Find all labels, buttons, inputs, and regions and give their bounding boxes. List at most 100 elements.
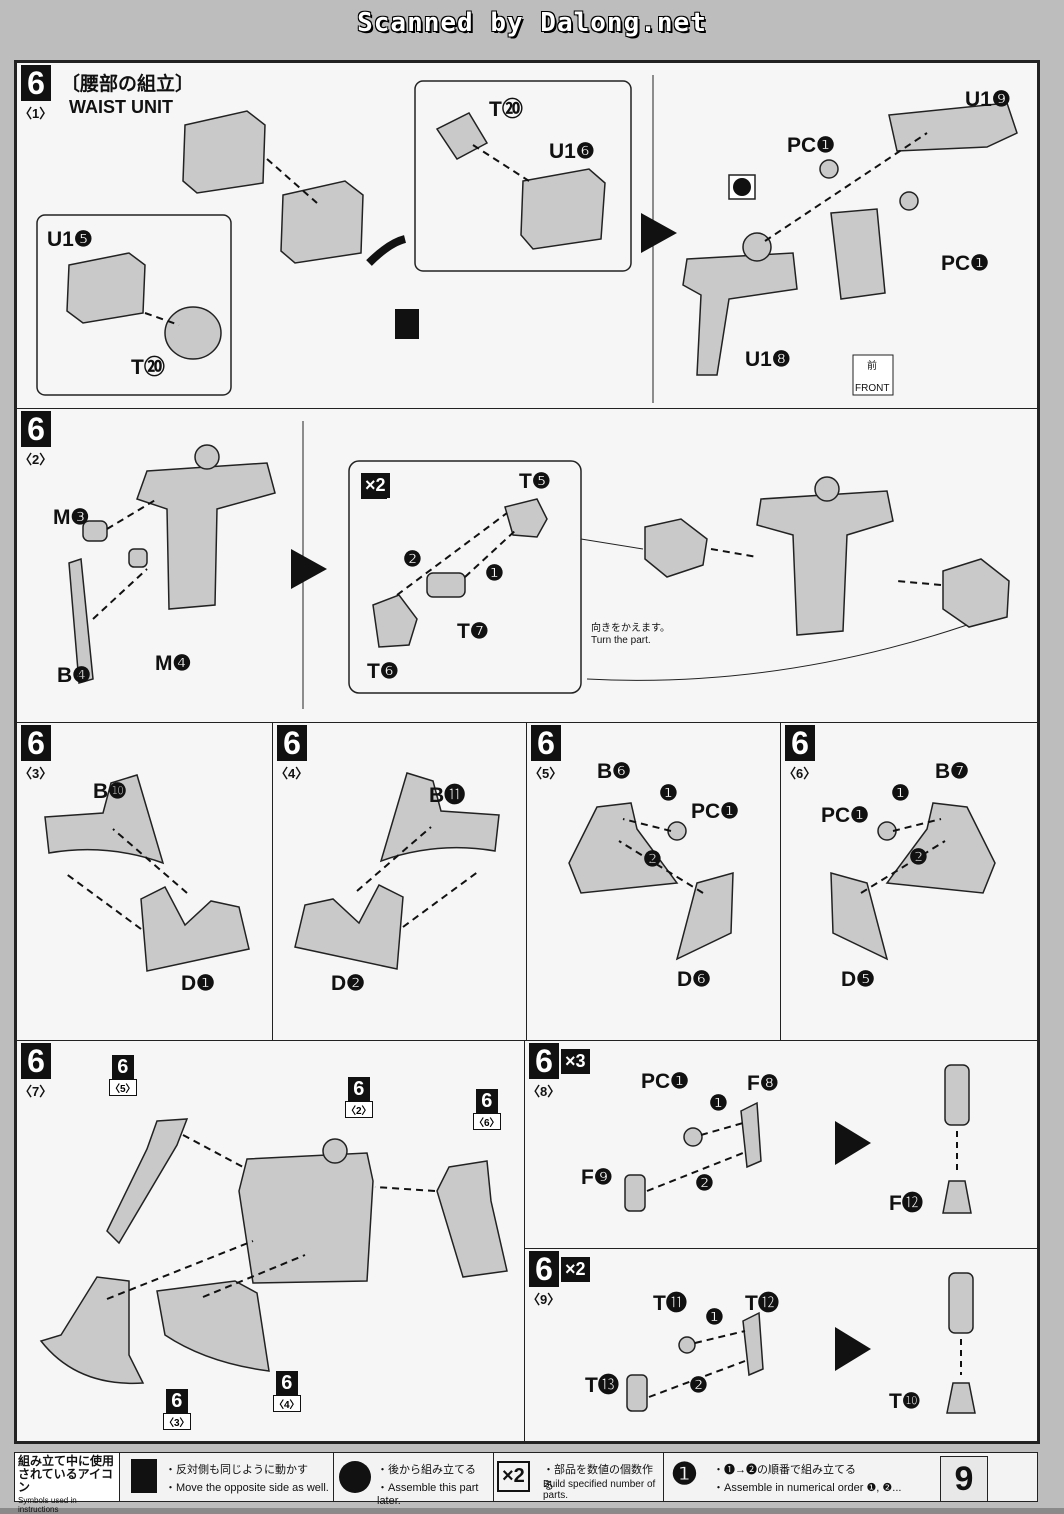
- part-label: D❷: [331, 972, 365, 995]
- order-marker: ❶: [485, 562, 504, 585]
- ref-step-5: 6〈5〉: [109, 1055, 137, 1096]
- part-label: T❿: [889, 1390, 921, 1413]
- legend-title: 組み立て中に使用されているアイコン Symbols used in instru…: [15, 1453, 120, 1514]
- part-label: T⓭: [585, 1374, 619, 1397]
- waist-final-diagram: [39, 1118, 508, 1385]
- part-label: T⑳: [131, 356, 165, 379]
- shoulder-assembly-diagram: [68, 421, 1010, 709]
- substep-label: 〈1〉: [19, 106, 53, 121]
- foot-part-diagram: [624, 1064, 972, 1214]
- part-label: U1❽: [745, 348, 791, 371]
- order-marker: ❷: [643, 848, 662, 871]
- side-skirt-diagram: [830, 802, 996, 961]
- step-number: 6: [21, 725, 51, 761]
- substep-label: 〈5〉: [529, 766, 563, 781]
- substep-label: 〈6〉: [783, 766, 817, 781]
- order-marker: ❷: [909, 846, 928, 869]
- skirt-diagram: [294, 772, 500, 970]
- part-label: PC❶: [941, 252, 989, 275]
- ref-step-3: 6〈3〉: [163, 1389, 191, 1430]
- order-icon: ❶: [671, 1458, 698, 1491]
- multiplier-icon: ×2: [497, 1461, 530, 1492]
- order-marker: ❶: [659, 782, 678, 805]
- part-label: D❶: [181, 972, 215, 995]
- part-label: T⓫: [653, 1292, 687, 1315]
- step-title-en: WAIST UNIT: [69, 97, 173, 117]
- order-marker: ❷: [695, 1172, 714, 1195]
- order-marker: ❶: [891, 782, 910, 805]
- step-number: 6: [529, 1251, 559, 1287]
- part-label: M❸: [53, 506, 90, 529]
- part-label: T⑳: [489, 98, 523, 121]
- legend-assemble-later: ・後から組み立てる ・Assemble this part later.: [333, 1453, 494, 1507]
- ref-step-6: 6〈6〉: [473, 1089, 501, 1130]
- part-label: U1❺: [47, 228, 93, 251]
- part-label: F❾: [581, 1166, 613, 1189]
- substep-label: 〈8〉: [527, 1084, 561, 1099]
- order-marker: ❶: [705, 1306, 724, 1329]
- multiplier-badge: ×2: [561, 1257, 590, 1282]
- step-number: 6: [21, 65, 51, 101]
- part-label: T⓬: [745, 1292, 779, 1315]
- step-6-5-panel: 6 〈5〉 B❻ PC❶ D❻ ❶ ❷: [526, 722, 782, 1042]
- scan-watermark: Scanned by Dalong.net: [357, 8, 707, 38]
- substep-label: 〈4〉: [275, 766, 309, 781]
- note-jp: 向きをかえます。: [591, 623, 670, 634]
- step-number: 6: [785, 725, 815, 761]
- foot-part-diagram: [626, 1272, 976, 1414]
- part-label: PC❶: [691, 800, 739, 823]
- step-number: 6: [531, 725, 561, 761]
- step-number: 6: [277, 725, 307, 761]
- step-6-8-panel: 6 〈8〉 ×3 PC❶ F❽ F❾ F⓬ ❶ ❷: [524, 1040, 1038, 1250]
- multiplier-badge: ×2: [361, 473, 390, 498]
- note-en: Turn the part.: [591, 635, 651, 646]
- part-label: F⓬: [889, 1192, 923, 1215]
- part-label: B❼: [935, 760, 969, 783]
- substep-label: 〈7〉: [19, 1084, 53, 1099]
- legend-order: ❶ ・❶→❷の順番で組み立てる ・Assemble in numerical o…: [671, 1458, 902, 1494]
- step-title-jp: 〔腰部の組立〕: [61, 74, 195, 95]
- part-label: B❻: [597, 760, 631, 783]
- part-label: U1❾: [965, 88, 1011, 111]
- front-label-jp: 前: [867, 361, 877, 372]
- part-label: PC❶: [641, 1070, 689, 1093]
- page-number: 9: [940, 1456, 988, 1502]
- part-label: B❹: [57, 664, 91, 687]
- step-6-9-panel: 6 〈9〉 ×2 T⓫ T⓬ T⓭ T❿ ❶ ❷: [524, 1248, 1038, 1442]
- substep-label: 〈3〉: [19, 766, 53, 781]
- part-label: B⓫: [429, 784, 466, 807]
- part-label: T❼: [457, 620, 489, 643]
- part-label: B❿: [93, 780, 127, 803]
- part-label: U1❻: [549, 140, 595, 163]
- instruction-sheet: 6 〈1〉 〔腰部の組立〕 WAIST UNIT: [14, 60, 1040, 1444]
- order-marker: ❷: [689, 1374, 708, 1397]
- step-6-3-panel: 6 〈3〉 B❿ D❶: [16, 722, 274, 1042]
- waist-unit-diagram: [36, 75, 1018, 403]
- step-number: 6: [529, 1043, 559, 1079]
- later-icon: [339, 1461, 371, 1493]
- part-label: D❺: [841, 968, 875, 991]
- part-label: M❹: [155, 652, 192, 675]
- part-label: PC❶: [787, 134, 835, 157]
- step-6-7-panel: 6 〈7〉 6〈5〉 6〈2〉 6〈6〉 6〈3〉 6〈4〉: [16, 1040, 526, 1442]
- skirt-diagram: [44, 774, 250, 972]
- step-6-1-panel: 6 〈1〉 〔腰部の組立〕 WAIST UNIT: [16, 62, 1038, 410]
- symbol-legend: 組み立て中に使用されているアイコン Symbols used in instru…: [14, 1452, 1038, 1514]
- order-marker: ❶: [709, 1092, 728, 1115]
- step-number: 6: [21, 411, 51, 447]
- substep-label: 〈2〉: [19, 452, 53, 467]
- step-number: 6: [21, 1043, 51, 1079]
- ref-step-4: 6〈4〉: [273, 1371, 301, 1412]
- multiplier-badge: ×3: [561, 1049, 590, 1074]
- part-label: T❺: [519, 470, 551, 493]
- side-skirt-diagram: [568, 802, 734, 961]
- mirror-icon: [131, 1459, 157, 1493]
- substep-label: 〈9〉: [527, 1292, 561, 1307]
- part-label: PC❶: [821, 804, 869, 827]
- part-label: F❽: [747, 1072, 779, 1095]
- legend-multiplier: ×2 ・部品を数値の個数作る Build specified number of…: [493, 1453, 664, 1501]
- front-label-en: FRONT: [855, 383, 890, 394]
- step-6-4-panel: 6 〈4〉 B⓫ D❷: [272, 722, 528, 1042]
- part-label: T❻: [367, 660, 399, 683]
